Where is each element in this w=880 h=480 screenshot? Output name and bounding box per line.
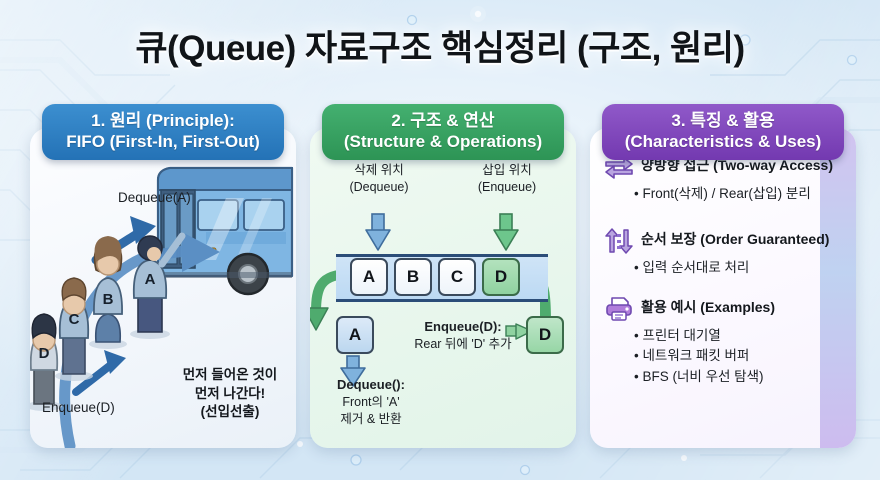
enqueue-title: Enqueue(D): <box>424 319 502 334</box>
feature-bullet: • 네트워크 패킷 버퍼 <box>634 348 750 364</box>
panel3-decorative-strip <box>820 128 856 448</box>
d-box-connector <box>540 298 546 318</box>
feature-bullets: • 입력 순서대로 처리 <box>634 258 850 278</box>
feature-title: 순서 보장 (Order Guaranteed) <box>641 231 830 247</box>
enqueue-arrow <box>72 350 126 396</box>
panel1-header-line2: FIFO (First-In, First-Out) <box>66 132 260 151</box>
printer-icon <box>606 297 632 321</box>
fifo-note-line1: 먼저 들어온 것이 <box>182 367 278 382</box>
panel2-header-line1: 2. 구조 & 연산 <box>391 111 495 131</box>
panel-principle: A B C <box>30 128 296 448</box>
feature-bullet: • BFS (너비 우선 탐색) <box>634 368 764 384</box>
fifo-bus-illustration: A B C <box>30 166 294 448</box>
queue-cell: B <box>394 258 432 296</box>
queue-cell-highlighted: D <box>482 258 520 296</box>
queue-cells: A B C D <box>350 258 520 296</box>
dequeued-box-a: A <box>336 316 374 354</box>
bus-graphic <box>156 166 294 296</box>
rear-line2: 삽입 위치 <box>482 162 532 177</box>
panel-characteristics: 양방향 접근 (Two-way Access) • Front(삭제) / Re… <box>590 128 856 448</box>
svg-text:D: D <box>39 345 50 362</box>
feature-title: 활용 예시 (Examples) <box>641 299 775 315</box>
fifo-note-line2: 먼저 나간다! <box>194 385 266 401</box>
enqueue-pointer-arrow <box>505 323 533 340</box>
enqueue-d-label: Enqueue(D) <box>42 400 115 415</box>
queue-cell: A <box>350 258 388 296</box>
panel3-header-line2: (Characteristics & Uses) <box>624 132 822 151</box>
fifo-note: 먼저 들어온 것이 먼저 나간다! (선입선출) <box>170 366 290 422</box>
enqueue-description: Enqueue(D): Rear 뒤에 'D' 추가 <box>402 318 524 353</box>
dequeue-result-arrow <box>340 355 366 387</box>
svg-text:C: C <box>69 311 80 328</box>
front-line2: 삭제 위치 <box>354 162 404 177</box>
page-title: 큐(Queue) 자료구조 핵심정리 (구조, 원리) <box>135 29 745 68</box>
rear-line3: (Enqueue) <box>477 179 537 194</box>
feature-title: 양방향 접근 (Two-way Access) <box>641 157 833 173</box>
panel-header-principle: 1. 원리 (Principle): FIFO (First-In, First… <box>42 104 284 160</box>
feature-two-way-access: 양방향 접근 (Two-way Access) • Front(삭제) / Re… <box>604 154 850 204</box>
enqueue-desc: Rear 뒤에 'D' 추가 <box>414 336 512 351</box>
feature-bullets: • Front(삭제) / Rear(삽입) 분리 <box>634 184 850 204</box>
dequeue-description: Dequeue(): Front의 'A' 제거 & 반환 <box>316 376 426 428</box>
feature-bullet: • Front(삭제) / Rear(삽입) 분리 <box>634 186 811 201</box>
front-down-arrow-icon <box>365 213 391 251</box>
panel-structure: Front (앞): 삭제 위치 (Dequeue) Rear (뒤): 삽입 … <box>310 128 576 448</box>
rear-down-arrow-icon <box>493 213 519 251</box>
panel-header-structure: 2. 구조 & 연산 (Structure & Operations) <box>322 104 564 160</box>
feature-order-guaranteed: 순서 보장 (Order Guaranteed) • 입력 순서대로 처리 <box>604 228 850 278</box>
svg-text:A: A <box>145 271 156 288</box>
enqueued-box-d: D <box>526 316 564 354</box>
person-b: B <box>89 236 127 349</box>
queue-cell: C <box>438 258 476 296</box>
two-way-arrows-icon <box>605 157 633 179</box>
feature-bullet: • 프린터 대기열 <box>634 328 721 343</box>
person-a: A <box>130 232 186 339</box>
up-down-arrows-icon <box>605 228 633 254</box>
feature-bullet: • 입력 순서대로 처리 <box>634 260 750 275</box>
feature-bullets: • 프린터 대기열 • 네트워크 패킷 버퍼 • BFS (너비 우선 탐색) <box>634 326 850 387</box>
front-line3: (Dequeue) <box>349 179 409 194</box>
dequeue-title: Dequeue(): <box>337 377 405 392</box>
dequeue-line2: Front의 'A' <box>342 394 400 409</box>
fifo-note-line3: (선입선출) <box>200 404 260 420</box>
panel2-header-line2: (Structure & Operations) <box>343 132 543 151</box>
panel3-header-line1: 3. 특징 & 활용 <box>671 111 775 131</box>
person-c: C <box>55 277 93 381</box>
dequeue-line3: 제거 & 반환 <box>340 411 402 426</box>
svg-text:B: B <box>103 291 114 308</box>
dequeue-a-label: Dequeue(A) <box>118 190 191 205</box>
queue-diagram-arrows <box>310 213 551 387</box>
person-d: D <box>30 313 62 411</box>
feature-examples: 활용 예시 (Examples) • 프린터 대기열 • 네트워크 패킷 버퍼 … <box>604 296 850 387</box>
panel1-header-line1: 1. 원리 (Principle): <box>91 111 235 131</box>
panel-header-characteristics: 3. 특징 & 활용 (Characteristics & Uses) <box>602 104 844 160</box>
